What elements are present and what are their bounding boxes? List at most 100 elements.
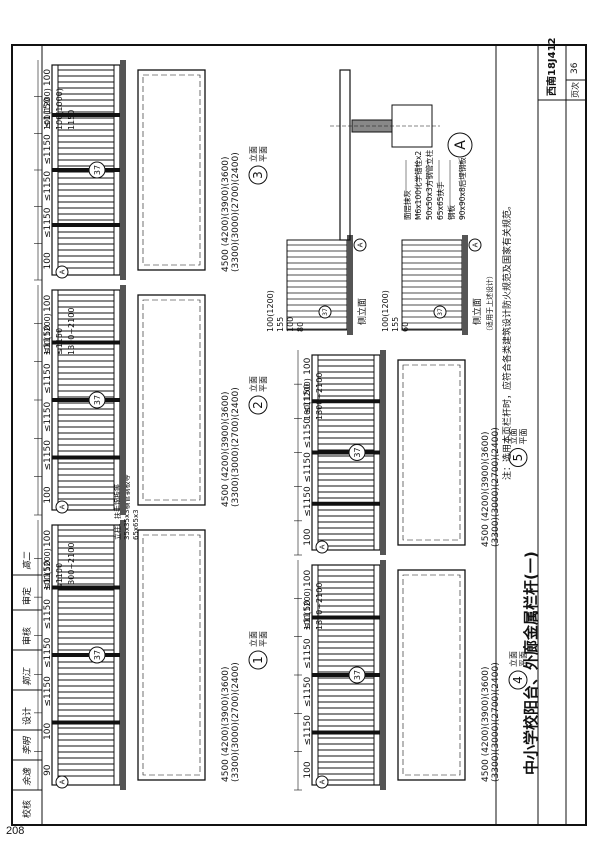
railing-post bbox=[52, 168, 120, 172]
side-dim: 155 bbox=[391, 317, 400, 332]
top-dim-text: ≤1150 bbox=[43, 560, 53, 591]
railing-post bbox=[52, 223, 120, 227]
height-dim: 1300~2100 bbox=[315, 373, 324, 420]
side-dim: 155 bbox=[276, 317, 285, 332]
section-marker: A bbox=[58, 269, 66, 274]
railing-post bbox=[312, 399, 380, 404]
sig-check-label: 校核 bbox=[23, 799, 33, 818]
height-dim: ≤1100 bbox=[55, 563, 64, 590]
total-dims-alt: (3300)(3000)(2700)(2400) bbox=[231, 387, 241, 507]
detail-a-post bbox=[339, 69, 351, 241]
detail-mark-circle bbox=[348, 666, 366, 684]
top-dim-text: 100 bbox=[43, 722, 53, 739]
variant-number: 2 bbox=[251, 401, 265, 409]
slab-edge bbox=[120, 520, 126, 790]
plan-outline bbox=[137, 529, 206, 781]
top-dim-text: ≤1150 bbox=[303, 676, 313, 707]
height-dim: 100(1200) bbox=[303, 588, 312, 630]
railing-post bbox=[52, 653, 120, 657]
side-detail-mark-circle bbox=[433, 305, 447, 319]
top-dim-text: 100 bbox=[303, 570, 313, 587]
top-dim-text: ≤1150 bbox=[303, 418, 313, 449]
caption-elevation: 立面 bbox=[508, 429, 518, 445]
component-label: 35x35x3横管钢板等 bbox=[122, 474, 131, 540]
detail-mark: 37 bbox=[93, 165, 102, 175]
side-dim: 80 bbox=[296, 322, 305, 332]
slab-edge bbox=[120, 60, 126, 280]
railing-post bbox=[52, 340, 120, 345]
detail-mark-circle bbox=[88, 161, 106, 179]
side-detail-mark-circle bbox=[318, 305, 332, 319]
total-dims-alt: (3300)(3000)(2700)(2400) bbox=[231, 662, 241, 782]
section-marker: A bbox=[58, 504, 66, 509]
slab-edge bbox=[120, 285, 126, 515]
side-section-marker-circle bbox=[468, 238, 482, 252]
sheet-title: 中小学校阳台、外廊金属栏杆(一) bbox=[522, 551, 540, 775]
side-frame bbox=[286, 239, 348, 331]
variant-number-circle bbox=[248, 395, 268, 415]
page-value: 36 bbox=[570, 62, 580, 74]
detail-mark: 37 bbox=[93, 395, 102, 405]
caption-elevation: 立面 bbox=[248, 376, 258, 392]
top-dim-text: 100 bbox=[303, 528, 313, 545]
top-dim-text: ≤1150 bbox=[43, 676, 53, 707]
caption-plan: 平面 bbox=[519, 429, 528, 445]
section-marker-circle bbox=[315, 775, 329, 789]
total-dims-alt: (3300)(3000)(2700)(2400) bbox=[491, 662, 501, 782]
railing-post bbox=[52, 113, 120, 117]
plan-outline bbox=[137, 294, 206, 506]
sig-name-3: 郭江 bbox=[23, 667, 33, 686]
total-dims: 4500 (4200)(3900)(3600) bbox=[481, 666, 491, 782]
detail-a-callout: 钢板 bbox=[446, 205, 456, 220]
caption-elevation: 立面 bbox=[248, 146, 258, 162]
top-dim-text: ≤1150 bbox=[43, 599, 53, 630]
plan-inner bbox=[142, 534, 201, 776]
top-dim-text: 100 bbox=[43, 530, 53, 547]
component-label: 65x65x3 bbox=[132, 509, 140, 540]
caption-plan: 平面 bbox=[259, 146, 268, 162]
variant-number-circle bbox=[508, 670, 528, 690]
top-dim-text: 100 bbox=[303, 357, 313, 374]
total-dims: 4500 (4200)(3900)(3600) bbox=[481, 431, 491, 547]
height-dim: 100(1200) bbox=[43, 548, 52, 590]
variant-number: 3 bbox=[251, 171, 265, 179]
top-dim-text: ≤1150 bbox=[43, 401, 53, 432]
side-caption: 侧立面 bbox=[356, 298, 368, 325]
sig-review-label: 审核 bbox=[23, 626, 33, 645]
side-detail-mark: 37 bbox=[437, 308, 444, 316]
railing-post bbox=[312, 450, 380, 455]
top-dim-text: ≤1150 bbox=[303, 600, 313, 631]
height-dim: 100(1000) bbox=[55, 88, 64, 130]
side-dim: 60 bbox=[401, 322, 410, 332]
section-marker-circle bbox=[315, 540, 329, 554]
railing-post bbox=[52, 720, 120, 725]
caption-plan: 平面 bbox=[259, 376, 268, 392]
variant-number: 5 bbox=[511, 454, 525, 462]
top-dim-text: ≤1150 bbox=[303, 384, 313, 415]
railing-post bbox=[312, 501, 380, 506]
variant-number: 4 bbox=[511, 676, 525, 684]
side-section-marker-circle bbox=[353, 238, 367, 252]
sig-approve-label: 审定 bbox=[23, 586, 33, 605]
side-detail-mark: 37 bbox=[322, 308, 329, 316]
sig-name-2: 李明 bbox=[23, 736, 33, 755]
top-dim-text: ≤1150 bbox=[43, 171, 53, 202]
detail-a-callout: 50x50x3方钢管立柱 bbox=[424, 149, 434, 220]
top-dim-text: 90 bbox=[43, 764, 53, 776]
railing-post bbox=[52, 398, 120, 402]
total-dims: 4500 (4200)(3900)(3600) bbox=[221, 666, 231, 782]
sig-name-4: 高二 bbox=[23, 551, 33, 570]
variant-number: 1 bbox=[251, 656, 265, 664]
caption-elevation: 立面 bbox=[508, 651, 518, 667]
height-dim: ≤1150 bbox=[55, 328, 64, 355]
detail-mark: 37 bbox=[353, 670, 362, 680]
detail-a-marker-circle bbox=[447, 132, 473, 158]
total-dims: 4500 (4200)(3900)(3600) bbox=[221, 156, 231, 272]
top-dim-text: 100 bbox=[303, 761, 313, 778]
plan-outline bbox=[137, 69, 206, 271]
detail-mark-circle bbox=[88, 646, 106, 664]
top-dim-text: ≤1150 bbox=[43, 97, 53, 128]
